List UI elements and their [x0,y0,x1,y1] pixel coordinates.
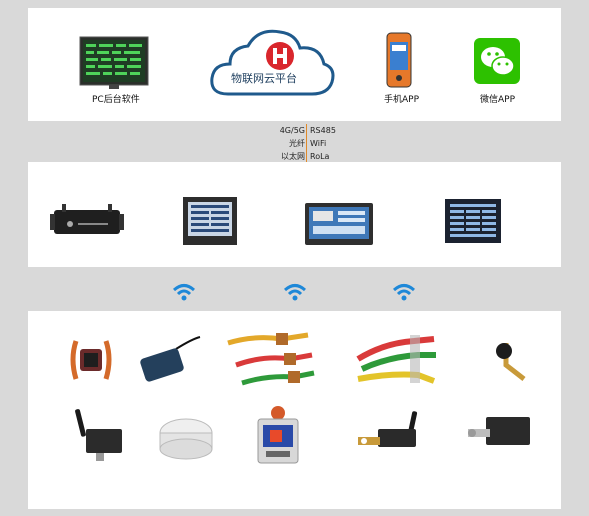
wifi-icon [283,284,307,301]
cloud-platform-icon [210,29,335,96]
cloud-platform-label: 物联网云平台 [231,72,297,85]
monitor-display-icon [445,199,501,243]
pc-software-label: PC后台软件 [92,95,140,105]
sensor-panel [28,311,561,509]
wifi-icon [172,284,196,301]
ceiling-sensor-icon [159,418,213,460]
sensor-box-icon [468,417,530,445]
connectivity-right-list: RS485 WiFi RoLa [310,124,370,163]
connectivity-item: RoLa [310,152,330,161]
strap-sensor-icon [70,340,112,380]
lug-wireless-sensor-icon [358,411,418,447]
busbar-clip-sensors-icon [356,335,436,384]
temperature-probe-icon [496,343,526,381]
wechat-icon [474,38,520,84]
mobile-app-label: 手机APP [384,95,420,105]
connectivity-left-list: 4G/5G 光纤 以太网 [255,124,305,163]
panel-meter-icon [183,197,237,245]
connectivity-divider [306,124,307,164]
antenna-module-icon [75,409,122,461]
gateway-panel [28,162,561,267]
connectivity-item: RS485 [310,126,336,135]
cable-tie-sensors-icon [227,332,315,386]
connectivity-item: 4G/5G [279,126,305,135]
wechat-app-label: 微信APP [480,95,516,105]
connectivity-item: WiFi [310,139,327,148]
gateway-router-icon [50,204,124,234]
connectivity-item: 以太网 [281,152,305,161]
wifi-icon [392,284,416,301]
platform-panel: PC后台软件 物联网云平台 手机APP 微信APP [28,8,561,121]
touch-screen-icon [305,203,373,245]
wireless-sensor-icon [140,336,201,382]
connectivity-item: 光纤 [289,139,305,148]
phone-icon [386,32,412,88]
thermal-camera-icon [257,406,299,464]
pc-monitor-icon [79,36,149,89]
